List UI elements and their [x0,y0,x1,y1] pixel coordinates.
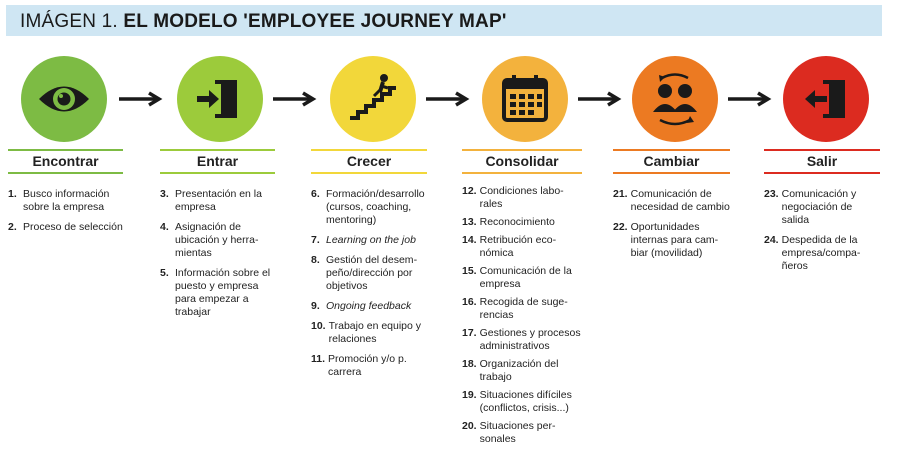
enter-door-icon [177,56,263,142]
list-item: 9.Ongoing feedback [311,300,412,312]
list-item: 18.Organización del trabajo [462,358,559,383]
list-item: 3.Presentación en la empresa [160,188,262,213]
stage-column-encontrar: Encontrar 1.Busco información sobre la e… [8,149,123,241]
figure-title: IMÁGEN 1. EL MODELO 'EMPLOYEE JOURNEY MA… [20,11,507,33]
list-item: 2.Proceso de selec­ción [8,221,123,233]
exit-door-icon [783,56,869,142]
list-item: 11.Promoción y/o p. carrera [311,353,407,378]
list-item: 5.Información sobre el puesto y empresa … [160,267,271,318]
stage-header: Encontrar [8,149,123,174]
list-item: 24.Despedida de la empresa/compa­ñeros [764,234,861,272]
list-item: 1.Busco información sobre la empresa [8,188,110,213]
stage-column-crecer: Crecer 6.Formación/desarro­llo (cursos, … [311,149,427,386]
list-item: 23.Comunicación y negociación de salida [764,188,857,226]
arrow-right-icon [119,91,163,107]
stage-circle-salir [783,56,869,142]
stage-column-entrar: Entrar 3.Presentación en la empresa 4.As… [160,149,275,326]
list-item: 13.Reconocimiento [462,216,555,228]
stage-column-salir: Salir 23.Comunicación y negociación de s… [764,149,880,280]
list-item: 10.Trabajo en equipo y relaciones [311,320,422,345]
list-item: 6.Formación/desarro­llo (cursos, coachin… [311,188,425,226]
stage-header: Entrar [160,149,275,174]
arrow-right-icon [426,91,470,107]
people-change-icon [632,56,718,142]
stage-column-consolidar: Consolidar 12.Condiciones labo­rales 13.… [462,149,582,446]
list-item: 8.Gestión del desem­peño/dirección por o… [311,254,418,292]
figure-title-prefix: IMÁGEN 1. [20,11,118,32]
stage-column-cambiar: Cambiar 21.Comunicación de necesidad de … [613,149,730,267]
list-item: 7.Learning on the job [311,234,416,246]
eye-icon [21,56,107,142]
title-bar: IMÁGEN 1. EL MODELO 'EMPLOYEE JOURNEY MA… [6,5,882,36]
list-item: 21.Comunicación de necesidad de cambio [613,188,730,213]
list-item: 14.Retribución eco­nómica [462,234,557,259]
list-item: 15.Comunicación de la empresa [462,265,572,290]
stage-circle-entrar [177,56,263,142]
stage-circle-cambiar [632,56,718,142]
list-item: 19.Situaciones difíciles (conflictos, cr… [462,389,572,414]
list-item: 12.Condiciones labo­rales [462,185,564,210]
calendar-icon [482,56,568,142]
list-item: 16.Recogida de suge­rencias [462,296,568,321]
figure-title-main: EL MODELO 'EMPLOYEE JOURNEY MAP' [123,11,507,32]
stairs-climb-icon [330,56,416,142]
stage-header: Crecer [311,149,427,174]
list-item: 4.Asignación de ubicación y herra­mienta… [160,221,259,259]
stage-circle-consolidar [482,56,568,142]
arrow-right-icon [728,91,772,107]
arrow-right-icon [578,91,622,107]
stage-header: Cambiar [613,149,730,174]
list-item: 17.Gestiones y proce­sos administrativos [462,327,581,352]
stage-header: Consolidar [462,149,582,174]
stage-circle-encontrar [21,56,107,142]
stage-header: Salir [764,149,880,174]
list-item: 22.Oportunidades internas para cam­biar … [613,221,719,259]
list-item: 20.Situaciones per­sonales [462,420,556,445]
stage-circle-crecer [330,56,416,142]
arrow-right-icon [273,91,317,107]
